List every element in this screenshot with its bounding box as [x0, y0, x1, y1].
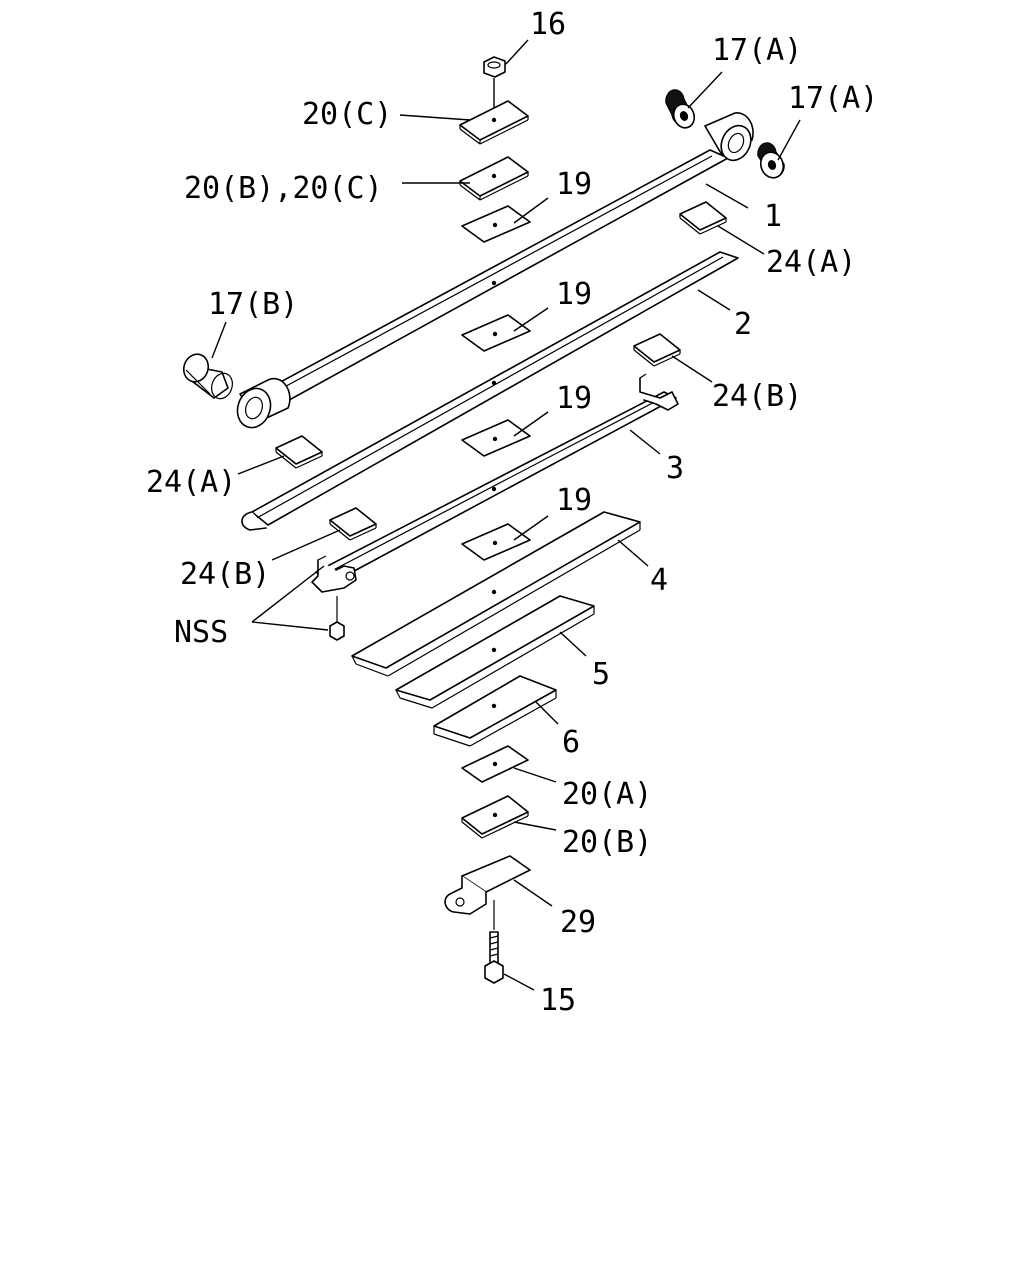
- pad-19-top: [461, 205, 531, 243]
- plate-20a: [461, 745, 529, 783]
- leader-lines: [211, 39, 801, 991]
- label-17b: 17(B): [208, 287, 298, 322]
- label-1: 1: [764, 199, 782, 234]
- label-19-3: 19: [556, 381, 592, 416]
- label-19-2: 19: [556, 277, 592, 312]
- bushing-17a-right: [757, 142, 785, 179]
- label-20c: 20(C): [302, 97, 392, 132]
- label-24a-1: 24(A): [766, 245, 856, 280]
- label-19-1: 19: [556, 167, 592, 202]
- pad-19-fourth: [461, 523, 531, 561]
- bracket-29: [444, 855, 531, 930]
- leaf-4: [351, 511, 641, 677]
- nut-16: [483, 56, 506, 122]
- leaf-6: [433, 675, 557, 747]
- label-20b: 20(B): [562, 825, 652, 860]
- second-leaf-2: [241, 251, 739, 531]
- pad-24b-left: [329, 507, 377, 541]
- plate-20c: [459, 100, 529, 145]
- pad-24a-right: [679, 201, 727, 235]
- label-4: 4: [650, 563, 668, 598]
- label-24b-1: 24(B): [712, 379, 802, 414]
- leaf-5: [395, 595, 595, 709]
- plate-20b-20c: [459, 156, 529, 201]
- label-6: 6: [562, 725, 580, 760]
- label-24b-2: 24(B): [180, 557, 270, 592]
- label-2: 2: [734, 307, 752, 342]
- label-24a-2: 24(A): [146, 465, 236, 500]
- label-29: 29: [560, 905, 596, 940]
- bushing-17a-left: [665, 89, 696, 129]
- pad-24b-right: [633, 333, 681, 367]
- label-19-4: 19: [556, 483, 592, 518]
- nss-bolt: [329, 596, 345, 641]
- main-leaf-1: [236, 112, 754, 429]
- plate-20b: [461, 795, 529, 839]
- label-3: 3: [666, 451, 684, 486]
- bolt-15: [484, 931, 504, 984]
- pad-24a-left: [275, 435, 323, 469]
- bushing-17b: [182, 353, 233, 400]
- label-17a-1: 17(A): [712, 33, 802, 68]
- label-15: 15: [540, 983, 576, 1018]
- label-nss: NSS: [174, 615, 228, 650]
- pad-19-third: [461, 419, 531, 457]
- label-16: 16: [530, 7, 566, 42]
- label-20b-20c: 20(B),20(C): [184, 171, 383, 206]
- third-leaf-3: [311, 373, 679, 593]
- label-20a: 20(A): [562, 777, 652, 812]
- label-17a-2: 17(A): [788, 81, 878, 116]
- pad-19-second: [461, 314, 531, 352]
- label-5: 5: [592, 657, 610, 692]
